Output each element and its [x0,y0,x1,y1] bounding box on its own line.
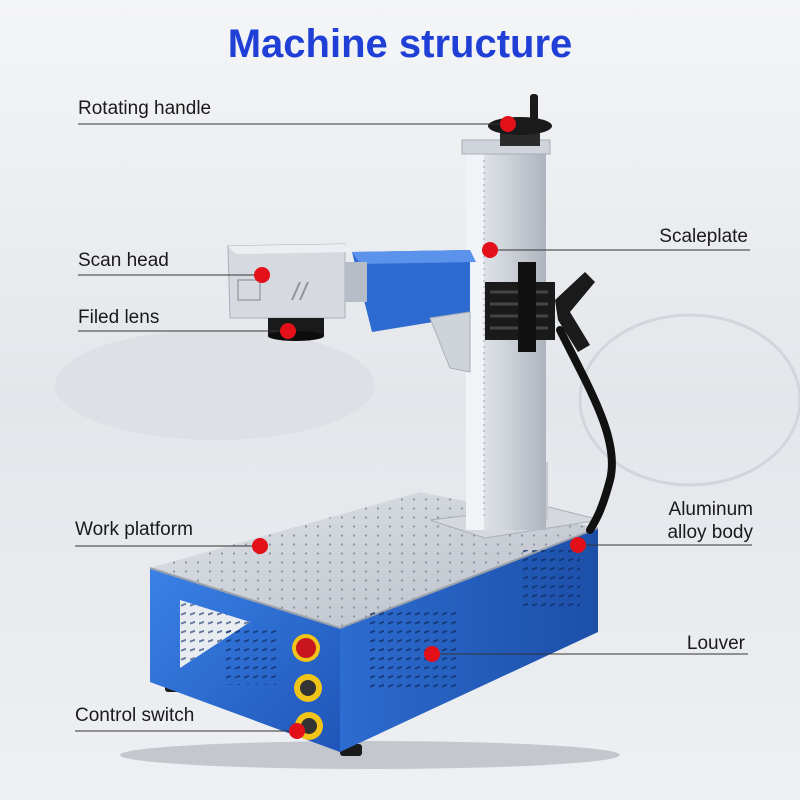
label-aluminum-line1: Aluminum [668,499,753,520]
label-louver: Louver [686,633,745,654]
label-aluminum-alloy-body: Aluminum alloy body [667,498,753,544]
label-scaleplate: Scaleplate [659,226,748,247]
label-control-switch: Control switch [75,705,195,726]
label-rotating-handle: Rotating handle [78,98,212,119]
label-scan-head: Scan head [78,250,169,271]
diagram-title: Machine structure [227,22,573,66]
label-work-platform: Work platform [75,519,193,540]
label-aluminum-line2: alloy body [667,522,753,543]
label-filed-lens: Filed lens [78,307,160,328]
